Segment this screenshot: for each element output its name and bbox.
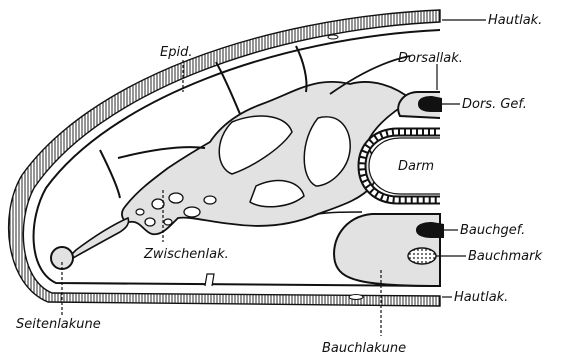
intermediate-lacuna-network — [122, 82, 412, 234]
side-lacuna — [51, 247, 73, 269]
dorsal-vessel — [418, 96, 442, 112]
network-void — [164, 219, 172, 225]
ventral-nerve-cord — [408, 248, 436, 264]
label-bauchmark: Bauchmark — [468, 249, 542, 264]
network-void — [136, 209, 144, 215]
label-seitenlakune: Seitenlakune — [16, 317, 101, 332]
network-void — [184, 207, 200, 217]
septum — [100, 150, 120, 198]
network-void — [169, 193, 183, 203]
label-bauchgef: Bauchgef. — [460, 223, 525, 238]
hautlak-opening-top — [328, 35, 338, 39]
label-hautlak-top: Hautlak. — [488, 13, 542, 28]
label-darm: Darm — [398, 159, 434, 174]
label-dors-gef: Dors. Gef. — [462, 97, 527, 112]
network-void — [145, 218, 155, 226]
network-void — [152, 199, 164, 209]
label-hautlak-bottom: Hautlak. — [454, 290, 508, 305]
bottom-wall-notch — [205, 274, 214, 286]
septum — [296, 46, 307, 92]
hautlak-opening-bottom — [349, 295, 363, 300]
label-epid: Epid. — [160, 45, 192, 60]
network-void — [204, 196, 216, 204]
label-dorsallak: Dorsallak. — [398, 51, 463, 66]
label-zwischenlak: Zwischenlak. — [143, 247, 229, 262]
ventral-vessel — [416, 222, 444, 238]
label-bauchlakune: Bauchlakune — [322, 341, 406, 356]
lateral-strand — [66, 218, 129, 262]
